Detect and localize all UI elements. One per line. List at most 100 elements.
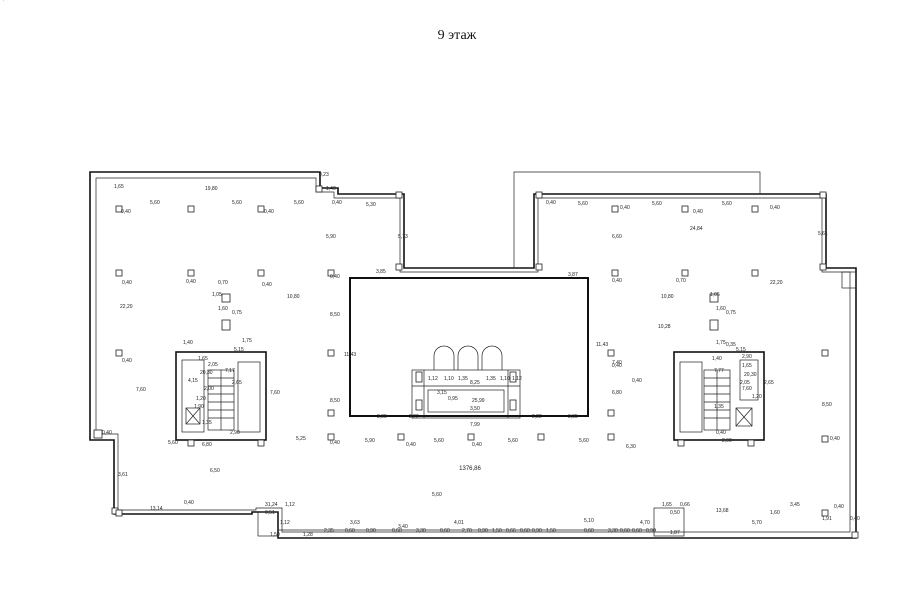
dimension-label: 11,43 — [596, 342, 608, 348]
dimension-label: 1,40 — [183, 340, 193, 346]
dimension-label: 1,65 — [662, 502, 672, 508]
dimension-label: 1,40 — [326, 186, 336, 192]
dimension-label: 5,15 — [736, 347, 746, 353]
dimension-label: 2,05 — [208, 362, 218, 368]
dimension-label: 7,60 — [270, 390, 280, 396]
dimension-label: 0,70 — [218, 280, 228, 286]
dimension-label: 0,40 — [850, 516, 860, 522]
dimension-label: 1,10 — [500, 376, 510, 382]
dimension-label: 1,60 — [770, 510, 780, 516]
dimension-label: 7,60 — [742, 386, 752, 392]
dimension-label: 0,23 — [319, 172, 329, 178]
dimension-label: 2,65 — [764, 380, 774, 386]
dimension-label: 7,60 — [136, 387, 146, 393]
dimension-label: 6,50 — [210, 468, 220, 474]
dimension-label: 5,60 — [722, 201, 732, 207]
dimension-label: 31,24 — [265, 502, 278, 508]
dimension-label: 0,40 — [546, 200, 556, 206]
dimension-label: 10,80 — [661, 294, 674, 300]
dimension-label: 1,05 — [212, 292, 222, 298]
dimension-label: 1,60 — [716, 306, 726, 312]
dimension-label: 8,50 — [330, 398, 340, 404]
central-core — [349, 277, 589, 419]
dimension-label: 4,70 — [640, 520, 650, 526]
dimension-label: 7,99 — [470, 422, 480, 428]
dimension-label: 5,15 — [234, 347, 244, 353]
dimension-label: 4,01 — [454, 520, 464, 526]
dimension-label: 3,85 — [376, 269, 386, 275]
dimension-label: 1,65 — [198, 356, 208, 362]
dimension-label: 1,91 — [822, 516, 832, 522]
dimension-label: 5,61 — [818, 231, 828, 237]
dimension-label: 0,40 — [332, 200, 342, 206]
dimension-label: 1,28 — [303, 532, 313, 538]
dimension-label: 5,10 — [584, 518, 594, 524]
dimension-label: 0,40 — [693, 209, 703, 215]
dimension-label: 7,17 — [225, 368, 235, 374]
dimension-label: 1,65 — [742, 363, 752, 369]
dimension-label: 1,12 — [512, 376, 522, 382]
dimension-label: 3,50 — [470, 406, 480, 412]
dimension-label: 2,65 — [232, 380, 242, 386]
floor-title: 9 этаж — [437, 28, 477, 43]
dimension-label: 3,85 — [377, 414, 387, 420]
dimension-label: 2,22 — [409, 414, 419, 420]
dimension-label: 5,70 — [752, 520, 762, 526]
dimension-label: 10,80 — [287, 294, 300, 300]
dimension-label: 0,40 — [472, 442, 482, 448]
dimension-label: 1,65 — [114, 184, 124, 190]
dimension-label: 0,40 — [330, 440, 340, 446]
dimension-label: 25,99 — [472, 398, 485, 404]
dimension-label: 5,30 — [366, 202, 376, 208]
dimension-label: 2,90 — [722, 438, 732, 444]
dimension-label: 22,20 — [770, 280, 783, 286]
dimension-label: 1,90 — [194, 404, 204, 410]
dimension-label: 0,60 — [632, 528, 642, 534]
dimension-label: 1,35 — [458, 376, 468, 382]
dimension-label: 1,70 — [0, 0, 10, 2]
dimension-label: 0,60 — [620, 528, 630, 534]
dimension-label: 8,25 — [470, 380, 480, 386]
dimension-label: 1,12 — [280, 520, 290, 526]
dimension-label: 13,14 — [150, 506, 163, 512]
dimension-label: 6,80 — [202, 442, 212, 448]
dimension-label: 0,95 — [448, 396, 458, 402]
dimension-label: 5,60 — [232, 200, 242, 206]
dimension-label: 3,85 — [568, 414, 578, 420]
dimension-label: 0,40 — [632, 378, 642, 384]
dimension-label: 20,30 — [744, 372, 757, 378]
dimension-label: 10,28 — [658, 324, 671, 330]
dimension-label: 6,30 — [626, 444, 636, 450]
dimension-label: 0,60 — [520, 528, 530, 534]
dimension-label: 0,40 — [122, 280, 132, 286]
outer-walls — [89, 171, 859, 539]
dimension-label: 1,87 — [670, 530, 680, 536]
dimension-label: 2,05 — [740, 380, 750, 386]
dimension-label: 3,45 — [790, 502, 800, 508]
dimension-label: 3,40 — [398, 524, 408, 530]
dimension-label: 1,12 — [285, 502, 295, 508]
dimension-label: 0,90 — [478, 528, 488, 534]
dimension-label: 1,12 — [428, 376, 438, 382]
dimension-label: 0,40 — [122, 358, 132, 364]
dimension-label: 1,60 — [218, 306, 228, 312]
dimension-label: 0,40 — [834, 504, 844, 510]
dimension-label: 2,35 — [324, 528, 334, 534]
dimension-label: 7,40 — [612, 360, 622, 366]
dimension-label: 7,77 — [714, 368, 724, 374]
dimension-label: 0,90 — [366, 528, 376, 534]
dimension-label: 0,35 — [726, 342, 736, 348]
dimension-label: 3,63 — [350, 520, 360, 526]
dimension-label: 1,10 — [444, 376, 454, 382]
dimension-label: 0,75 — [726, 310, 736, 316]
dimension-label: 2,90 — [230, 430, 240, 436]
dimension-label: 1,20 — [196, 396, 206, 402]
dimension-label: 0,50 — [670, 510, 680, 516]
dimension-label: 5,60 — [508, 438, 518, 444]
dimension-label: 0,60 — [584, 528, 594, 534]
dimension-label: 5,25 — [296, 436, 306, 442]
dimension-label: 22,20 — [120, 304, 133, 310]
dimension-label: 1,35 — [714, 404, 724, 410]
dimension-label: 3,30 — [608, 528, 618, 534]
